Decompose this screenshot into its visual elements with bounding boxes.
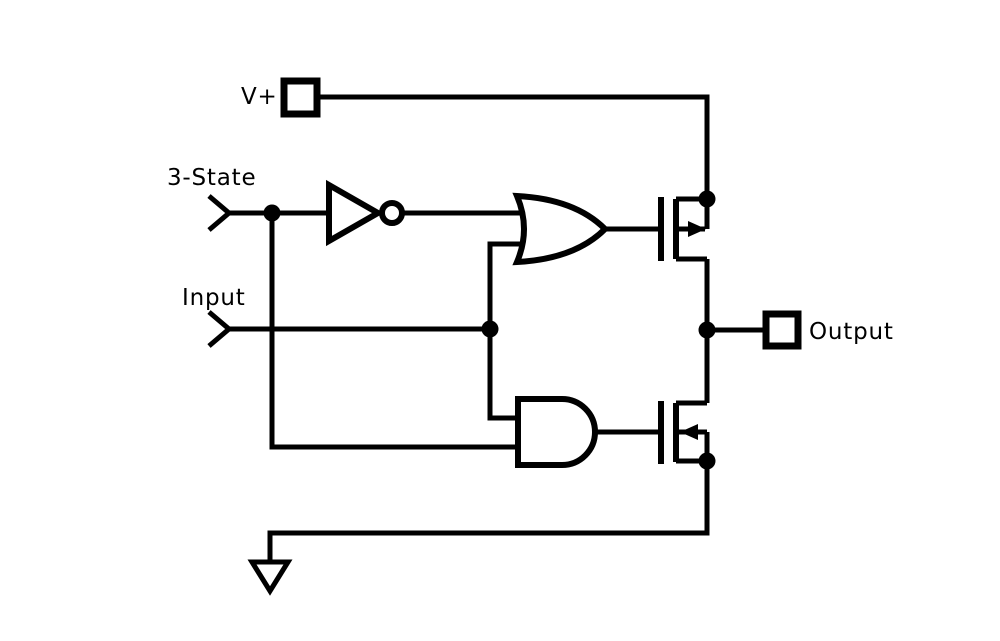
inverter-bubble — [379, 200, 405, 226]
tristate-pin-chevron-icon — [207, 194, 233, 232]
junction-tristate — [263, 204, 281, 222]
and-gate — [515, 396, 598, 468]
junction-input — [481, 320, 499, 338]
or-gate — [512, 192, 610, 266]
inverter-gate — [326, 179, 405, 247]
junction-dots — [263, 190, 716, 470]
nmos-arrow-icon — [680, 424, 698, 440]
wire-nmos-source-to-ground — [267, 461, 710, 562]
input-label: Input — [182, 285, 246, 311]
inverter-triangle — [326, 179, 385, 247]
output-terminal-square — [762, 310, 802, 350]
input-pin-chevron-icon — [207, 310, 233, 348]
vplus-terminal-square — [280, 77, 321, 118]
nmos-transistor — [658, 330, 710, 464]
junction-ground-node — [698, 452, 716, 470]
ground-symbol-icon — [247, 559, 293, 596]
pmos-transistor — [658, 196, 710, 330]
junction-output-node — [698, 321, 716, 339]
output-label: Output — [809, 319, 894, 345]
wire-tristate-to-and-input — [269, 213, 520, 450]
wire-vplus-to-pmos-drain — [317, 94, 710, 199]
junction-vplus-node — [698, 190, 716, 208]
vplus-label: V+ — [241, 84, 278, 110]
tristate-label: 3-State — [167, 165, 256, 191]
pmos-arrow-icon — [688, 221, 706, 237]
